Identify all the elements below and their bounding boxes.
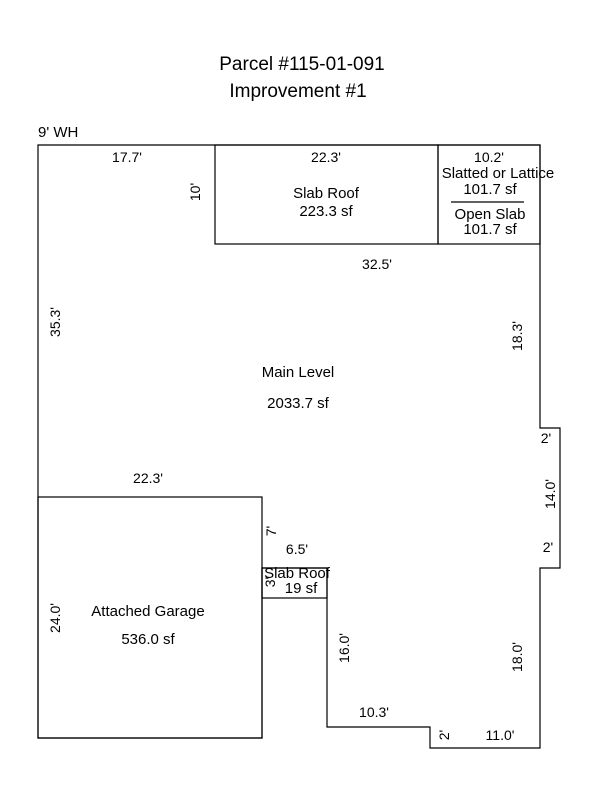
- dim-right-lower: 18.0': [509, 642, 525, 672]
- dim-bump-top: 2': [541, 430, 551, 446]
- dim-slab-roof-height: 10': [187, 183, 203, 201]
- slab-roof-top-sf: 223.3 sf: [299, 203, 353, 220]
- slab-roof-small-sf: 19 sf: [285, 580, 318, 597]
- dim-bottom-inner: 10.3': [359, 704, 389, 720]
- dim-slatted-width: 10.2': [474, 149, 504, 165]
- main-level-sf: 2033.7 sf: [267, 395, 330, 412]
- dim-lower-inner-vertical: 16.0': [336, 633, 352, 663]
- dim-bump-side: 14.0': [542, 479, 558, 509]
- slab-roof-small-area: [261, 567, 328, 599]
- dim-notch-vertical: 7': [263, 526, 279, 536]
- attached-garage-sf: 536.0 sf: [121, 631, 175, 648]
- dim-small-slab-height: 3': [262, 577, 278, 587]
- dim-garage-top: 22.3': [133, 470, 163, 486]
- improvement-title: Improvement #1: [229, 81, 366, 102]
- slab-roof-small-name: Slab Roof: [264, 565, 331, 582]
- dim-garage-left: 24.0': [47, 603, 63, 633]
- open-slab-name: Open Slab: [455, 206, 526, 223]
- dim-bottom-right: 11.0': [486, 727, 515, 743]
- dim-top-left-width: 17.7': [112, 149, 142, 165]
- slatted-lattice-sf: 101.7 sf: [463, 181, 517, 198]
- parcel-title: Parcel #115-01-091: [219, 54, 384, 75]
- slatted-lattice-name: Slatted or Lattice: [442, 165, 555, 182]
- wall-height-note: 9' WH: [38, 124, 78, 141]
- open-slab-sf: 101.7 sf: [463, 221, 517, 238]
- main-level-name: Main Level: [262, 364, 335, 381]
- slatted-lattice-area: [437, 144, 541, 245]
- dim-slab-roof-width: 22.3': [311, 149, 341, 165]
- dim-left-main: 35.3': [47, 307, 63, 337]
- slab-roof-top-name: Slab Roof: [293, 185, 360, 202]
- dim-right-upper: 18.3': [509, 321, 525, 351]
- attached-garage-name: Attached Garage: [91, 603, 204, 620]
- dim-bump-bottom: 2': [543, 539, 553, 555]
- dim-bottom-step: 2': [436, 730, 452, 740]
- attached-garage-area: [37, 496, 263, 739]
- dim-notch-width: 6.5': [286, 541, 308, 557]
- dim-porch-bottom: 32.5': [362, 256, 392, 272]
